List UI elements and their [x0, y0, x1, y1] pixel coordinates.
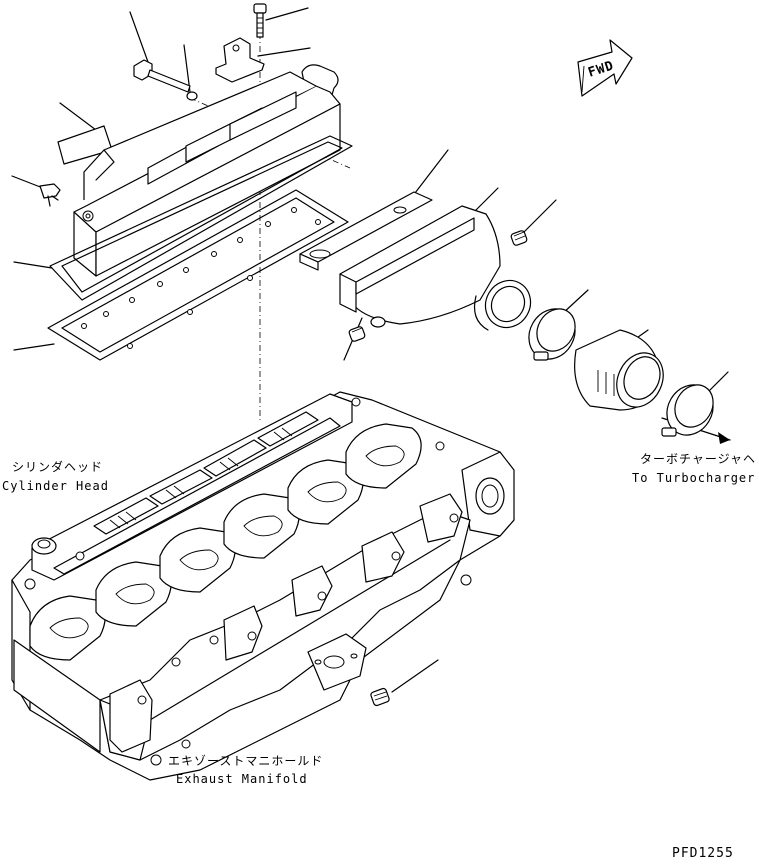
- exhaust-manifold-label-jp: エキゾーストマニホールド: [168, 754, 324, 768]
- cylinder-head-label-jp: シリンダヘッド: [12, 460, 104, 474]
- fwd-arrow-icon: [577, 39, 633, 97]
- lower-gasket-part: [47, 189, 349, 361]
- long-bolt-part: [133, 59, 198, 101]
- turbocharger-label-jp: ターボチャージャヘ: [640, 452, 757, 466]
- plug-upper: [510, 230, 528, 246]
- upper-gasket-part: [49, 135, 353, 301]
- plug-lower: [348, 326, 366, 342]
- turbocharger-label-en: To Turbocharger: [632, 471, 756, 485]
- exhaust-manifold-part: [99, 493, 471, 761]
- hose-part: [574, 329, 664, 411]
- cylinder-head-label-en: Cylinder Head: [2, 479, 109, 493]
- connector-gasket-part: [299, 191, 433, 271]
- manifold-plug: [370, 687, 390, 707]
- hose-clamp-2: [661, 384, 714, 437]
- drain-cock-part: [39, 183, 61, 207]
- bracket-part: [215, 37, 265, 83]
- intake-cover-part: [73, 71, 341, 277]
- exhaust-manifold-label-en: Exhaust Manifold: [176, 772, 308, 786]
- hose-clamp-1: [528, 308, 576, 361]
- bolt-part: [253, 3, 267, 38]
- figure-code: PFD1255: [672, 846, 734, 861]
- cylinder-head-part: [11, 391, 515, 781]
- air-connector-part: [339, 205, 532, 331]
